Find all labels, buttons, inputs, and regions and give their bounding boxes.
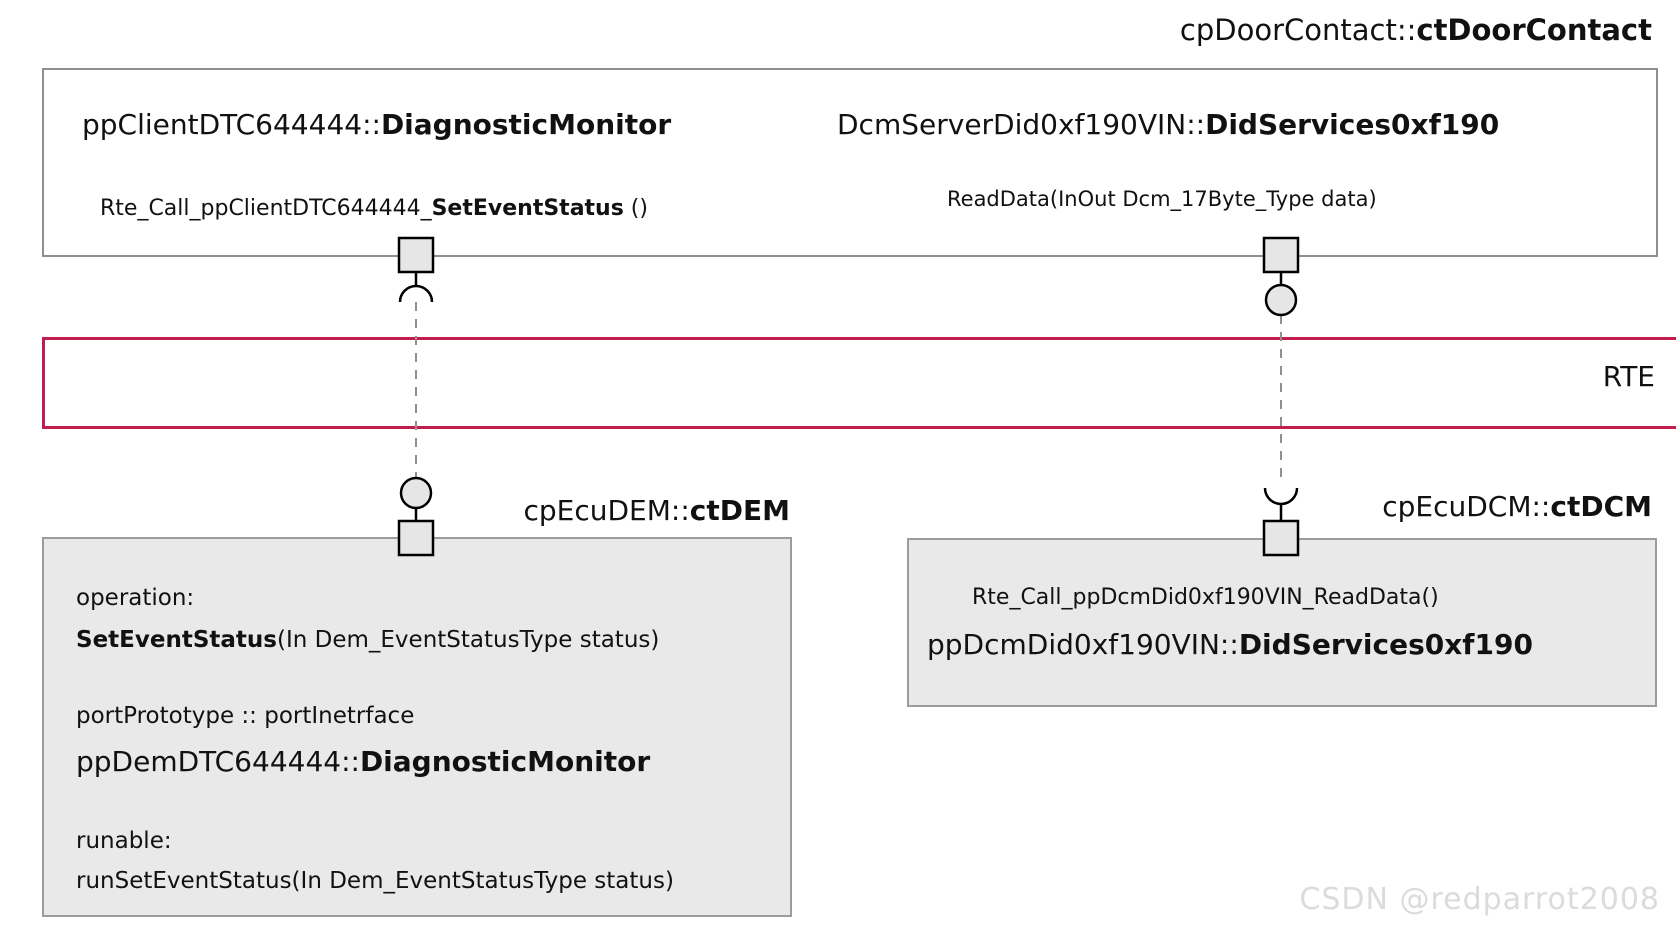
dem-port-heading: portPrototype :: portInetrface <box>76 703 415 729</box>
rte-call-prefix: Rte_Call_ppClientDTC644444_ <box>100 196 432 221</box>
dem-operation-heading: operation: <box>76 585 195 611</box>
dem-title-name: ctDEM <box>689 494 790 527</box>
diagram-title: cpDoorContact::ctDoorContact <box>1180 13 1652 47</box>
dcm-port-name: DidServices0xf190 <box>1238 628 1533 661</box>
dcm-component-box <box>907 538 1657 707</box>
dem-component-box <box>42 537 792 917</box>
dcm-port-prefix: ppDcmDid0xf190VIN:: <box>927 628 1239 661</box>
dem-operation-name: SetEventStatus <box>76 627 277 653</box>
dem-component-title: cpEcuDEM::ctDEM <box>42 494 791 527</box>
dcm-title-prefix: cpEcuDCM:: <box>1382 490 1551 523</box>
required-interface-socket-icon <box>398 284 434 303</box>
readdata-operation-label: ReadData(InOut Dcm_17Byte_Type data) <box>947 187 1377 211</box>
dem-title-prefix: cpEcuDEM:: <box>523 494 690 527</box>
dcm-port-prototype: ppDcmDid0xf190VIN::DidServices0xf190 <box>927 628 1533 661</box>
dem-runnable-signature: runSetEventStatus(In Dem_EventStatusType… <box>76 868 674 894</box>
dem-port-prefix: ppDemDTC644444:: <box>76 745 360 778</box>
dcm-component-title: cpEcuDCM::ctDCM <box>907 490 1652 523</box>
rte-label: RTE <box>1602 359 1655 393</box>
server-port-name: DidServices0xf190 <box>1205 108 1500 141</box>
dcm-rte-call-label: Rte_Call_ppDcmDid0xf190VIN_ReadData() <box>972 585 1439 610</box>
rte-call-suffix: () <box>623 196 648 221</box>
top-component-box <box>42 68 1658 257</box>
rte-call-label: Rte_Call_ppClientDTC644444_SetEventStatu… <box>100 196 648 221</box>
watermark: CSDN @redparrot2008 <box>1299 882 1660 917</box>
client-port-name: DiagnosticMonitor <box>380 108 672 141</box>
dem-operation-signature: SetEventStatus(In Dem_EventStatusType st… <box>76 627 659 653</box>
diagram-title-prefix: cpDoorContact:: <box>1179 13 1417 47</box>
client-port-label: ppClientDTC644444::DiagnosticMonitor <box>82 108 671 141</box>
dem-port-prototype: ppDemDTC644444::DiagnosticMonitor <box>76 745 650 778</box>
provided-interface-ball-icon <box>1264 283 1298 317</box>
server-port-prefix: DcmServerDid0xf190VIN:: <box>837 108 1206 141</box>
dem-operation-args: (In Dem_EventStatusType status) <box>276 627 660 653</box>
client-port-prefix: ppClientDTC644444:: <box>82 108 381 141</box>
server-port-label: DcmServerDid0xf190VIN::DidServices0xf190 <box>837 108 1499 141</box>
dcm-title-name: ctDCM <box>1550 490 1652 523</box>
diagram-title-name: ctDoorContact <box>1416 13 1652 47</box>
dem-runnable-heading: runable: <box>76 828 172 854</box>
dem-port-name: DiagnosticMonitor <box>359 745 651 778</box>
rte-layer-box: RTE <box>42 337 1676 429</box>
rte-call-operation: SetEventStatus <box>431 196 624 221</box>
